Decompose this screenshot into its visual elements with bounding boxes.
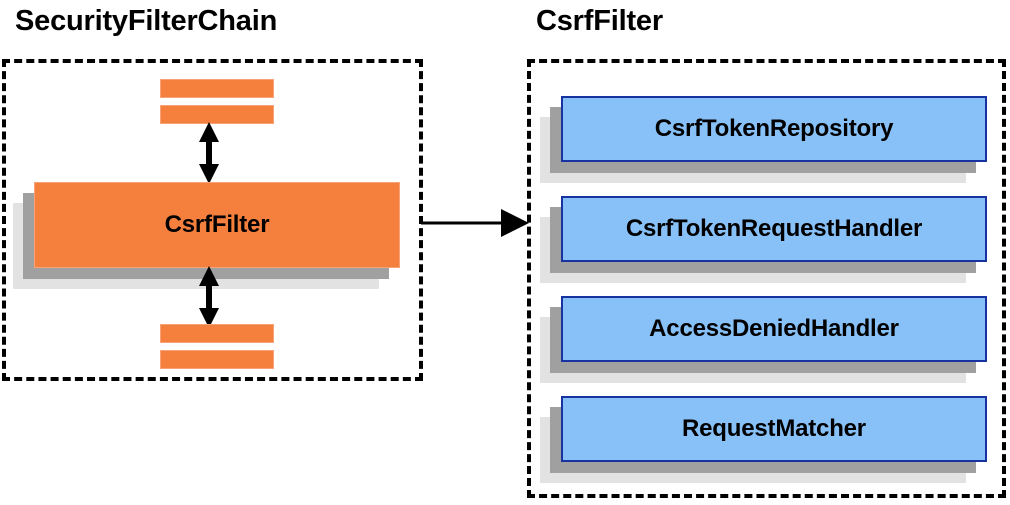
filter-bar-1[interactable] bbox=[160, 79, 274, 98]
securityfilterchain-panel bbox=[2, 59, 423, 381]
filter-bar-2[interactable] bbox=[160, 105, 274, 124]
component-box-label: RequestMatcher bbox=[682, 415, 866, 442]
component-box-requestmatcher[interactable]: RequestMatcher bbox=[540, 396, 987, 483]
bidirectional-arrow-down-icon bbox=[199, 266, 219, 328]
component-box-label: CsrfTokenRequestHandler bbox=[625, 215, 923, 242]
csrffilter-expansion-arrow-icon bbox=[421, 209, 529, 237]
component-box-label: CsrfTokenRepository bbox=[654, 115, 894, 142]
csrffilter-detail-panel bbox=[527, 59, 1006, 498]
component-box-face: AccessDeniedHandler bbox=[561, 296, 987, 362]
bidirectional-arrow-up-icon bbox=[199, 122, 219, 184]
component-box-csrftokenrepository[interactable]: CsrfTokenRepository bbox=[540, 96, 987, 183]
filter-bar-4[interactable] bbox=[160, 350, 274, 369]
page-title-securityfilterchain: SecurityFilterChain bbox=[15, 5, 278, 37]
component-box-face: RequestMatcher bbox=[561, 396, 987, 462]
filter-bar-3[interactable] bbox=[160, 324, 274, 343]
component-box-label: AccessDeniedHandler bbox=[649, 315, 899, 342]
component-box-accessdeniedhandler[interactable]: AccessDeniedHandler bbox=[540, 296, 987, 383]
page-title-csrffilter: CsrfFilter bbox=[536, 5, 663, 37]
csrffilter-box-label: CsrfFilter bbox=[164, 211, 270, 238]
component-box-face: CsrfTokenRequestHandler bbox=[561, 196, 987, 262]
csrffilter-box[interactable]: CsrfFilter bbox=[13, 182, 400, 289]
component-box-face: CsrfTokenRepository bbox=[561, 96, 987, 162]
component-box-csrftokenrequesthandler[interactable]: CsrfTokenRequestHandler bbox=[540, 196, 987, 283]
csrffilter-box-face: CsrfFilter bbox=[34, 182, 400, 268]
